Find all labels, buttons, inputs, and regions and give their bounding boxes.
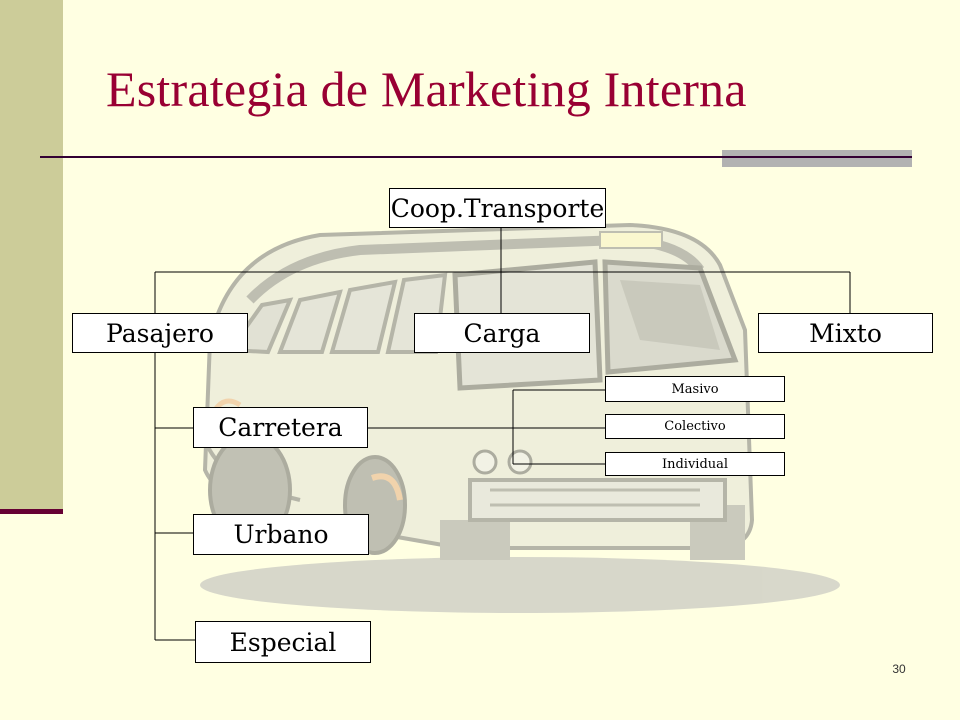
slide-title: Estrategia de Marketing Interna (106, 61, 747, 117)
page-number: 30 (892, 662, 906, 676)
title-accent-bar (722, 150, 912, 167)
sidebar-stripe (0, 0, 63, 511)
node-carga: Carga (414, 313, 590, 353)
node-coop-transporte: Coop.Transporte (389, 188, 606, 228)
node-pasajero: Pasajero (72, 313, 248, 353)
node-individual: Individual (605, 452, 785, 476)
connector-lines (154, 228, 851, 641)
node-masivo: Masivo (605, 376, 785, 402)
node-urbano: Urbano (193, 514, 369, 555)
node-especial: Especial (195, 621, 371, 663)
node-colectivo: Colectivo (605, 414, 785, 439)
node-carretera: Carretera (193, 407, 368, 448)
sidebar-accent-line (0, 509, 63, 514)
title-rule (40, 156, 912, 158)
node-mixto: Mixto (758, 313, 933, 353)
